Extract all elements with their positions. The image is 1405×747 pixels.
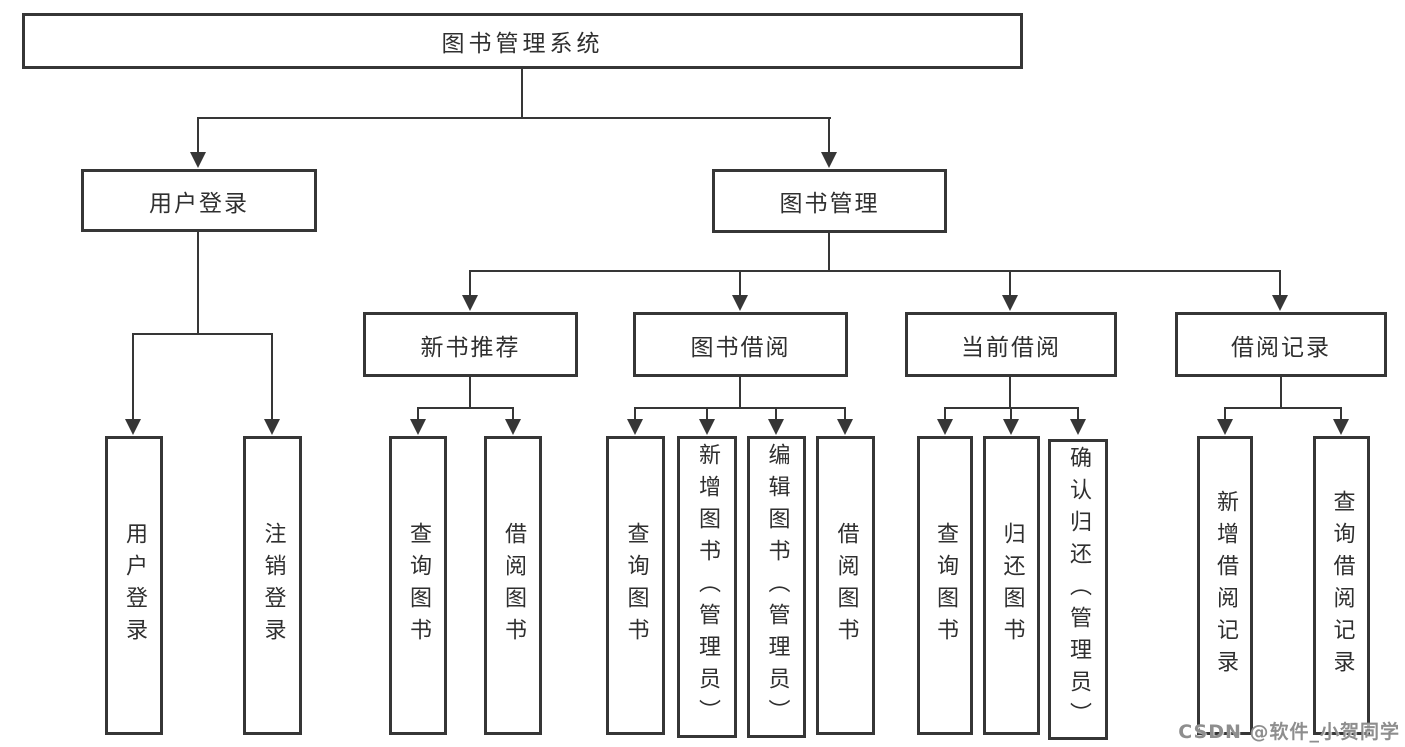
leaf-label: 查询图书: [623, 521, 649, 650]
leaf-confirm-return-admin: 确认归还（管理员）: [1048, 439, 1108, 740]
arrow-down-icon: [699, 419, 715, 435]
leaf-user-login: 用户登录: [105, 436, 163, 735]
connector-records-trunk: [1280, 377, 1282, 409]
node-book-management-label: 图书管理: [779, 191, 880, 217]
connector-borrow-trunk: [739, 377, 741, 409]
connector-drop: [1010, 407, 1012, 420]
arrow-down-icon: [125, 419, 141, 435]
connector-userlogin-split: [132, 333, 273, 335]
arrow-down-icon: [1272, 295, 1288, 311]
leaf-label: 归还图书: [999, 521, 1025, 650]
leaf-query-books-current: 查询图书: [917, 436, 973, 735]
leaf-label: 查询图书: [406, 521, 431, 650]
connector-borrow-split: [634, 407, 846, 409]
connector-drop-current: [1009, 270, 1011, 296]
connector-level1-split: [197, 117, 831, 119]
node-book-borrow: 图书借阅: [633, 312, 848, 377]
node-current-borrow-label: 当前借阅: [961, 334, 1061, 361]
connector-drop: [944, 407, 946, 420]
arrow-down-icon: [1333, 419, 1349, 435]
arrow-down-icon: [768, 419, 784, 435]
arrow-down-icon: [1217, 419, 1233, 435]
leaf-return-books: 归还图书: [983, 436, 1040, 735]
leaf-label: 借阅图书: [501, 521, 526, 650]
arrow-down-icon: [627, 419, 643, 435]
leaf-label: 新增借阅记录: [1213, 489, 1238, 682]
leaf-borrow-books: 借阅图书: [816, 436, 875, 735]
connector-userlogin-trunk: [197, 232, 199, 335]
connector-root-trunk: [521, 69, 523, 119]
connector-drop: [844, 407, 846, 420]
arrow-down-icon: [1003, 419, 1019, 435]
connector-bookmgmt-trunk: [828, 233, 830, 272]
connector-drop: [1077, 407, 1079, 420]
connector-drop-book-mgmt: [828, 117, 830, 153]
leaf-label: 借阅图书: [833, 521, 859, 650]
arrow-down-icon: [505, 419, 521, 435]
arrow-down-icon: [410, 419, 426, 435]
leaf-query-borrow-record: 查询借阅记录: [1313, 436, 1370, 735]
arrow-down-icon: [264, 419, 280, 435]
connector-drop: [775, 407, 777, 420]
node-user-login: 用户登录: [81, 169, 317, 232]
connector-level2-split: [469, 270, 1281, 272]
connector-drop-leaf-logout: [271, 333, 273, 420]
node-book-borrow-label: 图书借阅: [690, 334, 791, 361]
arrow-down-icon: [190, 152, 206, 168]
leaf-label: 新增图书（管理员）: [695, 443, 720, 731]
node-user-login-label: 用户登录: [149, 190, 249, 217]
arrow-down-icon: [732, 295, 748, 311]
connector-drop-borrow: [739, 270, 741, 296]
node-new-book-recommend: 新书推荐: [363, 312, 578, 377]
arrow-down-icon: [937, 419, 953, 435]
arrow-down-icon: [1002, 295, 1018, 311]
leaf-label: 编辑图书（管理员）: [764, 443, 790, 731]
connector-drop-recommend: [469, 270, 471, 296]
leaf-label: 查询图书: [933, 521, 958, 650]
watermark: CSDN @软件_小贺同学: [1178, 721, 1400, 743]
connector-drop: [706, 407, 708, 420]
leaf-query-books-recommend: 查询图书: [389, 436, 447, 735]
connector-drop: [634, 407, 636, 420]
node-root-library-system: 图书管理系统: [22, 13, 1023, 69]
leaf-label: 确认归还（管理员）: [1066, 445, 1091, 734]
connector-drop: [417, 407, 419, 420]
node-book-management: 图书管理: [712, 169, 947, 233]
node-new-book-recommend-label: 新书推荐: [420, 334, 521, 361]
connector-drop: [1340, 407, 1342, 420]
connector-drop: [512, 407, 514, 420]
leaf-logout: 注销登录: [243, 436, 302, 735]
connector-drop-user-login: [197, 117, 199, 153]
node-borrow-records: 借阅记录: [1175, 312, 1387, 377]
arrow-down-icon: [837, 419, 853, 435]
connector-drop-leaf-login: [132, 333, 134, 420]
leaf-edit-books-admin: 编辑图书（管理员）: [747, 436, 806, 738]
arrow-down-icon: [1070, 419, 1086, 435]
connector-records-split: [1224, 407, 1342, 409]
connector-recommend-trunk: [469, 377, 471, 409]
leaf-add-books-admin: 新增图书（管理员）: [677, 436, 737, 738]
connector-recommend-split: [417, 407, 514, 409]
leaf-user-login-label: 用户登录: [122, 521, 147, 650]
connector-drop-records: [1279, 270, 1281, 296]
leaf-logout-label: 注销登录: [260, 521, 286, 650]
leaf-label: 查询借阅记录: [1329, 489, 1355, 682]
arrow-down-icon: [821, 152, 837, 168]
leaf-borrow-books-recommend: 借阅图书: [484, 436, 542, 735]
connector-current-trunk: [1009, 377, 1011, 409]
leaf-add-borrow-record: 新增借阅记录: [1197, 436, 1253, 735]
node-current-borrow: 当前借阅: [905, 312, 1117, 377]
node-root-label: 图书管理系统: [441, 31, 604, 57]
node-borrow-records-label: 借阅记录: [1231, 334, 1331, 361]
arrow-down-icon: [462, 295, 478, 311]
connector-drop: [1224, 407, 1226, 420]
leaf-query-books-borrow: 查询图书: [606, 436, 665, 735]
